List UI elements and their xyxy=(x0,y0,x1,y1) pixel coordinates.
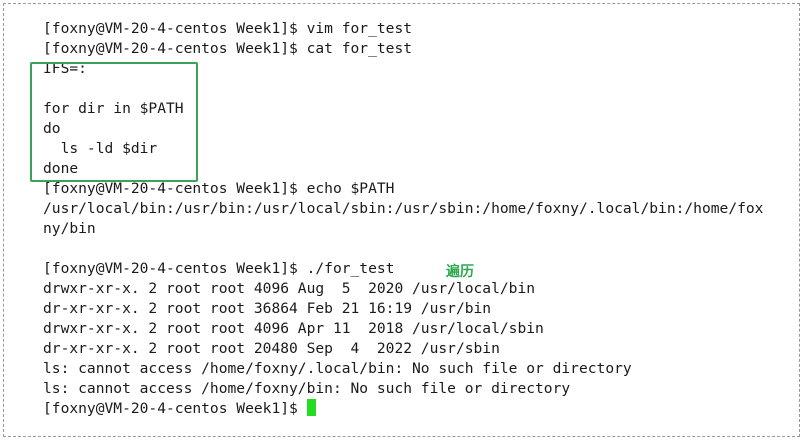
terminal-line: drwxr-xr-x. 2 root root 4096 Apr 11 2018… xyxy=(43,320,544,337)
screenshot-frame xyxy=(3,3,800,437)
highlight-box xyxy=(30,62,198,182)
terminal-line: dr-xr-xr-x. 2 root root 36864 Feb 21 16:… xyxy=(43,300,492,317)
terminal-line: for dir in $PATH xyxy=(43,100,184,117)
terminal-output[interactable]: [foxny@VM-20-4-centos Week1]$ vim for_te… xyxy=(43,19,793,419)
terminal-prompt-line[interactable]: [foxny@VM-20-4-centos Week1]$ xyxy=(43,399,793,419)
terminal-line: ls -ld $dir xyxy=(43,140,158,157)
terminal-line: [foxny@VM-20-4-centos Week1]$ ./for_test xyxy=(43,260,395,277)
terminal-line: dr-xr-xr-x. 2 root root 20480 Sep 4 2022… xyxy=(43,340,500,357)
terminal-line: [foxny@VM-20-4-centos Week1]$ vim for_te… xyxy=(43,20,413,37)
terminal-line: done xyxy=(43,160,79,177)
terminal-line: IFS=: xyxy=(43,60,87,77)
terminal-line: ls: cannot access /home/foxny/.local/bin… xyxy=(43,360,632,377)
terminal-line: drwxr-xr-x. 2 root root 4096 Aug 5 2020 … xyxy=(43,280,536,297)
terminal-line: [foxny@VM-20-4-centos Week1]$ cat for_te… xyxy=(43,40,413,57)
terminal-cursor[interactable] xyxy=(306,399,316,416)
annotation-label: 遍历 xyxy=(446,264,474,280)
terminal-line xyxy=(43,239,793,259)
terminal-line: /usr/local/bin:/usr/bin:/usr/local/sbin:… xyxy=(43,200,764,217)
terminal-prompt: [foxny@VM-20-4-centos Week1]$ xyxy=(43,400,298,417)
terminal-line: ls: cannot access /home/foxny/bin: No su… xyxy=(43,380,571,397)
terminal-line: ny/bin xyxy=(43,220,96,237)
terminal-line: do xyxy=(43,120,61,137)
terminal-line: [foxny@VM-20-4-centos Week1]$ echo $PATH xyxy=(43,180,395,197)
